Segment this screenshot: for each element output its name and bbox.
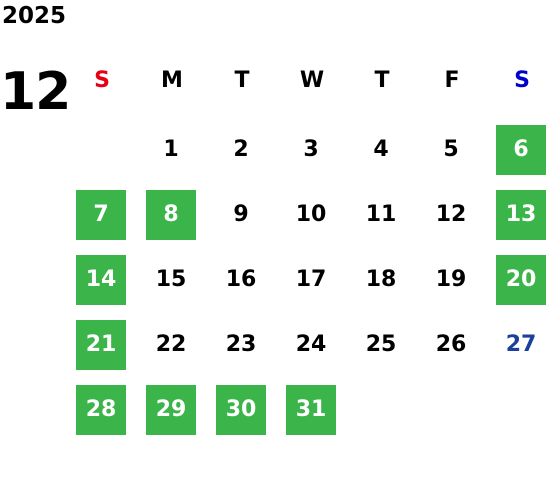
calendar-day-16[interactable]: 16	[225, 267, 257, 292]
calendar-day-28[interactable]: 28	[76, 385, 126, 435]
calendar-day-22[interactable]: 22	[155, 332, 187, 357]
calendar-day-30[interactable]: 30	[216, 385, 266, 435]
weekday-tuesday: T	[234, 68, 250, 93]
calendar-day-21[interactable]: 21	[76, 320, 126, 370]
calendar-day-8[interactable]: 8	[146, 190, 196, 240]
calendar-day-19[interactable]: 19	[435, 267, 467, 292]
weekday-saturday: S	[514, 68, 530, 93]
calendar-day-31[interactable]: 31	[286, 385, 336, 435]
calendar-day-14[interactable]: 14	[76, 255, 126, 305]
calendar-day-7[interactable]: 7	[76, 190, 126, 240]
calendar-day-17[interactable]: 17	[295, 267, 327, 292]
calendar-day-15[interactable]: 15	[155, 267, 187, 292]
calendar-day-24[interactable]: 24	[295, 332, 327, 357]
weekday-monday: M	[161, 68, 183, 93]
weekday-wednesday: W	[299, 68, 325, 93]
calendar-day-12[interactable]: 12	[435, 202, 467, 227]
calendar-day-27[interactable]: 27	[505, 332, 537, 357]
calendar-day-4[interactable]: 4	[373, 137, 389, 162]
weekday-thursday: T	[374, 68, 390, 93]
weekday-friday: F	[444, 68, 460, 93]
weekday-sunday: S	[94, 68, 110, 93]
calendar-day-9[interactable]: 9	[233, 202, 249, 227]
calendar-day-29[interactable]: 29	[146, 385, 196, 435]
calendar-day-23[interactable]: 23	[225, 332, 257, 357]
calendar-day-10[interactable]: 10	[295, 202, 327, 227]
calendar-day-18[interactable]: 18	[365, 267, 397, 292]
calendar-day-25[interactable]: 25	[365, 332, 397, 357]
calendar-day-20[interactable]: 20	[496, 255, 546, 305]
calendar-day-6[interactable]: 6	[496, 125, 546, 175]
year-label: 2025	[2, 3, 67, 29]
calendar-day-3[interactable]: 3	[303, 137, 319, 162]
calendar-day-1[interactable]: 1	[163, 137, 179, 162]
calendar-day-2[interactable]: 2	[233, 137, 249, 162]
calendar-day-13[interactable]: 13	[496, 190, 546, 240]
calendar-day-11[interactable]: 11	[365, 202, 397, 227]
month-number: 12	[0, 62, 71, 122]
calendar-day-26[interactable]: 26	[435, 332, 467, 357]
calendar-day-5[interactable]: 5	[443, 137, 459, 162]
